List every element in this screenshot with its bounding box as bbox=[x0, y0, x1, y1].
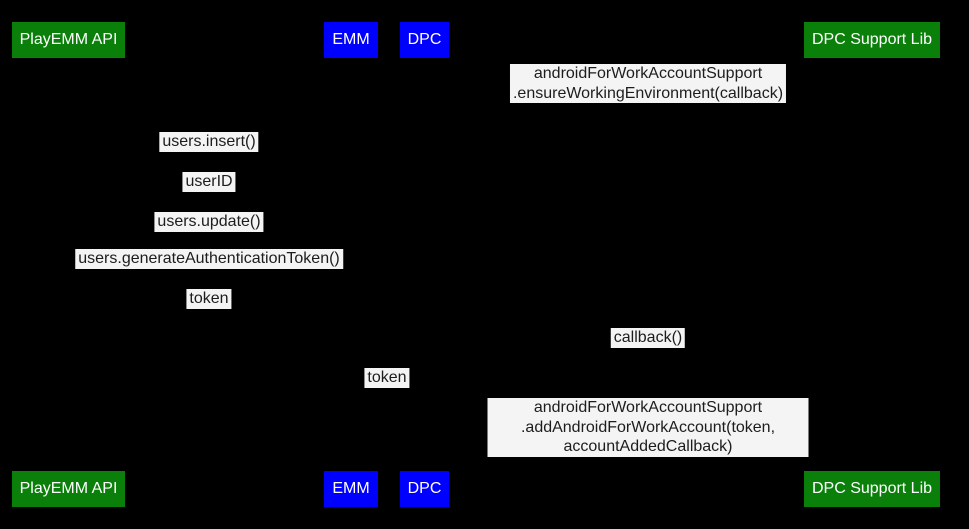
message-ensure-working-environment: androidForWorkAccountSupport .ensureWork… bbox=[509, 64, 787, 103]
actor-emm-top: EMM bbox=[324, 22, 378, 58]
message-users-insert: users.insert() bbox=[159, 132, 259, 152]
message-token-to-dpc: token bbox=[364, 368, 410, 388]
lifeline-dpc-support-lib bbox=[872, 58, 873, 471]
lifeline-emm bbox=[351, 58, 352, 471]
message-users-update: users.update() bbox=[154, 212, 264, 232]
lifeline-dpc bbox=[424, 58, 425, 471]
message-callback: callback() bbox=[610, 328, 686, 348]
actor-dpc-top: DPC bbox=[400, 22, 449, 58]
actor-dpc-support-lib-bottom: DPC Support Lib bbox=[804, 471, 940, 507]
actor-emm-bottom: EMM bbox=[324, 471, 378, 507]
message-userid: userID bbox=[182, 172, 236, 192]
actor-dpc-support-lib-top: DPC Support Lib bbox=[804, 22, 940, 58]
message-token-to-emm: token bbox=[186, 289, 232, 309]
message-users-generate-authentication-token: users.generateAuthenticationToken() bbox=[75, 249, 343, 269]
actor-playemm-api-bottom: PlayEMM API bbox=[12, 471, 125, 507]
actor-playemm-api-top: PlayEMM API bbox=[12, 22, 125, 58]
lifeline-playemm-api bbox=[68, 58, 69, 471]
actor-dpc-bottom: DPC bbox=[400, 471, 449, 507]
message-add-android-for-work-account: androidForWorkAccountSupport .addAndroid… bbox=[487, 398, 809, 457]
